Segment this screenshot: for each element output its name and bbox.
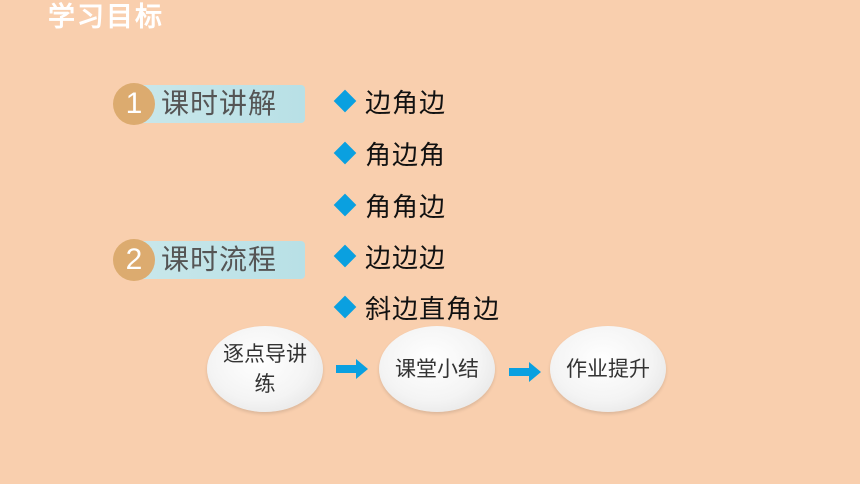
diamond-bullet-icon	[333, 244, 357, 268]
page-title: 学习目标	[48, 2, 164, 33]
diamond-bullet-icon	[333, 89, 357, 113]
bullet-text: 角边角	[365, 140, 447, 171]
arrow-right-icon	[509, 362, 541, 382]
section-label: 课时讲解	[161, 87, 278, 120]
bullet-item: 边角边	[332, 81, 446, 121]
bullet-item: 角角边	[332, 185, 446, 225]
bullet-text: 边角边	[365, 88, 447, 119]
section-lesson-explanation: 1 课时讲解	[113, 83, 305, 125]
section-number: 2	[113, 239, 155, 281]
flow-step-label: 逐点导讲练	[223, 342, 307, 396]
diamond-bullet-icon	[333, 141, 357, 165]
bullet-text: 边边边	[365, 243, 447, 274]
bullet-text: 斜边直角边	[365, 294, 501, 325]
bullet-text: 角角边	[365, 192, 447, 223]
flow-step-homework[interactable]: 作业提升	[550, 326, 666, 412]
section-lesson-flow: 2 课时流程	[113, 239, 305, 281]
diamond-bullet-icon	[333, 193, 357, 217]
section-number: 1	[113, 83, 155, 125]
bullet-item: 角边角	[332, 133, 446, 173]
section-label: 课时流程	[161, 243, 278, 276]
diamond-bullet-icon	[333, 295, 357, 319]
section-pill	[133, 85, 305, 123]
flow-step-practice[interactable]: 逐点导讲练	[207, 326, 323, 412]
flow-step-summary[interactable]: 课堂小结	[379, 326, 495, 412]
bullet-item: 斜边直角边	[332, 287, 500, 327]
flow-step-label: 课堂小结	[395, 357, 479, 381]
section-pill	[133, 241, 305, 279]
arrow-right-icon	[336, 359, 368, 379]
bullet-item: 边边边	[332, 236, 446, 276]
flow-step-label: 作业提升	[566, 357, 650, 381]
